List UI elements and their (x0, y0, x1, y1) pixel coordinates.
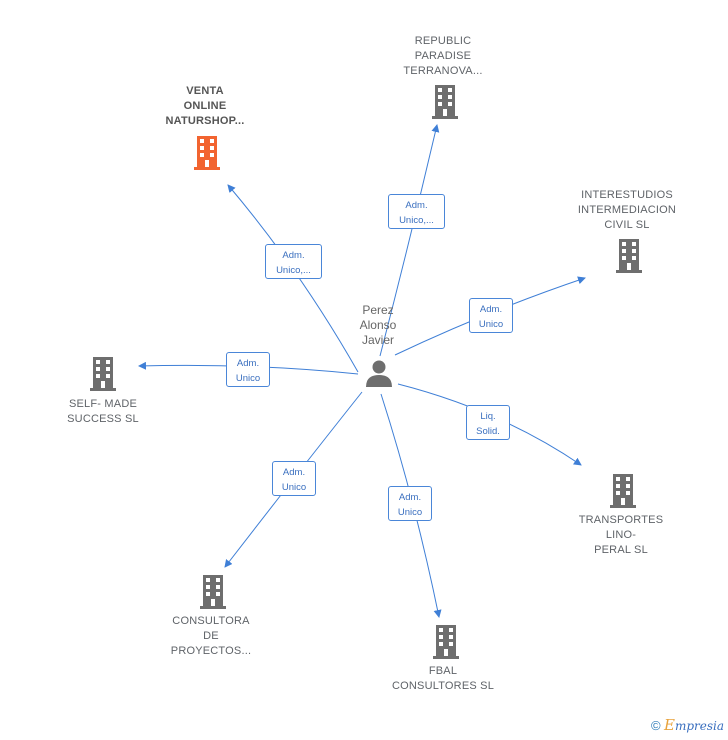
copyright-symbol: © (651, 718, 661, 733)
company-label-republic[interactable]: REPUBLIC PARADISE TERRANOVA... (403, 35, 483, 77)
company-label-venta[interactable]: VENTA ONLINE NATURSHOP... (165, 85, 245, 127)
brand-name: mpresia (674, 719, 724, 733)
company-label-interestudios[interactable]: INTERESTUDIOS INTERMEDIACION CIVIL SL (577, 189, 677, 231)
edge-label-transportes[interactable]: Liq. Solid. (466, 405, 510, 440)
building-icon[interactable] (433, 625, 459, 659)
edge-label-interestudios[interactable]: Adm. Unico (469, 298, 513, 333)
edge-republic (379, 124, 440, 357)
company-label-fbal[interactable]: FBAL CONSULTORES SL (391, 665, 495, 692)
company-label-consultora[interactable]: CONSULTORA DE PROYECTOS... (170, 615, 252, 657)
building-icon[interactable] (194, 136, 220, 170)
edge-label-fbal[interactable]: Adm. Unico (388, 486, 432, 521)
edge-label-selfmade[interactable]: Adm. Unico (226, 352, 270, 387)
brand-initial: E (663, 716, 675, 734)
edge-label-venta[interactable]: Adm. Unico,... (265, 244, 322, 279)
company-label-selfmade[interactable]: SELF- MADE SUCCESS SL (67, 398, 139, 425)
building-icon[interactable] (200, 575, 226, 609)
building-icon[interactable] (90, 357, 116, 391)
edge-label-consultora[interactable]: Adm. Unico (272, 461, 316, 496)
building-icon[interactable] (610, 474, 636, 508)
company-label-transportes[interactable]: TRANSPORTES LINO- PERAL SL (578, 514, 664, 556)
edge-label-republic[interactable]: Adm. Unico,... (388, 194, 445, 229)
building-icon[interactable] (432, 85, 458, 119)
empresia-watermark: © Empresia (651, 716, 724, 734)
building-icon[interactable] (616, 239, 642, 273)
center-person-name: Perez Alonso Javier (359, 303, 397, 347)
person-icon[interactable] (364, 358, 394, 388)
